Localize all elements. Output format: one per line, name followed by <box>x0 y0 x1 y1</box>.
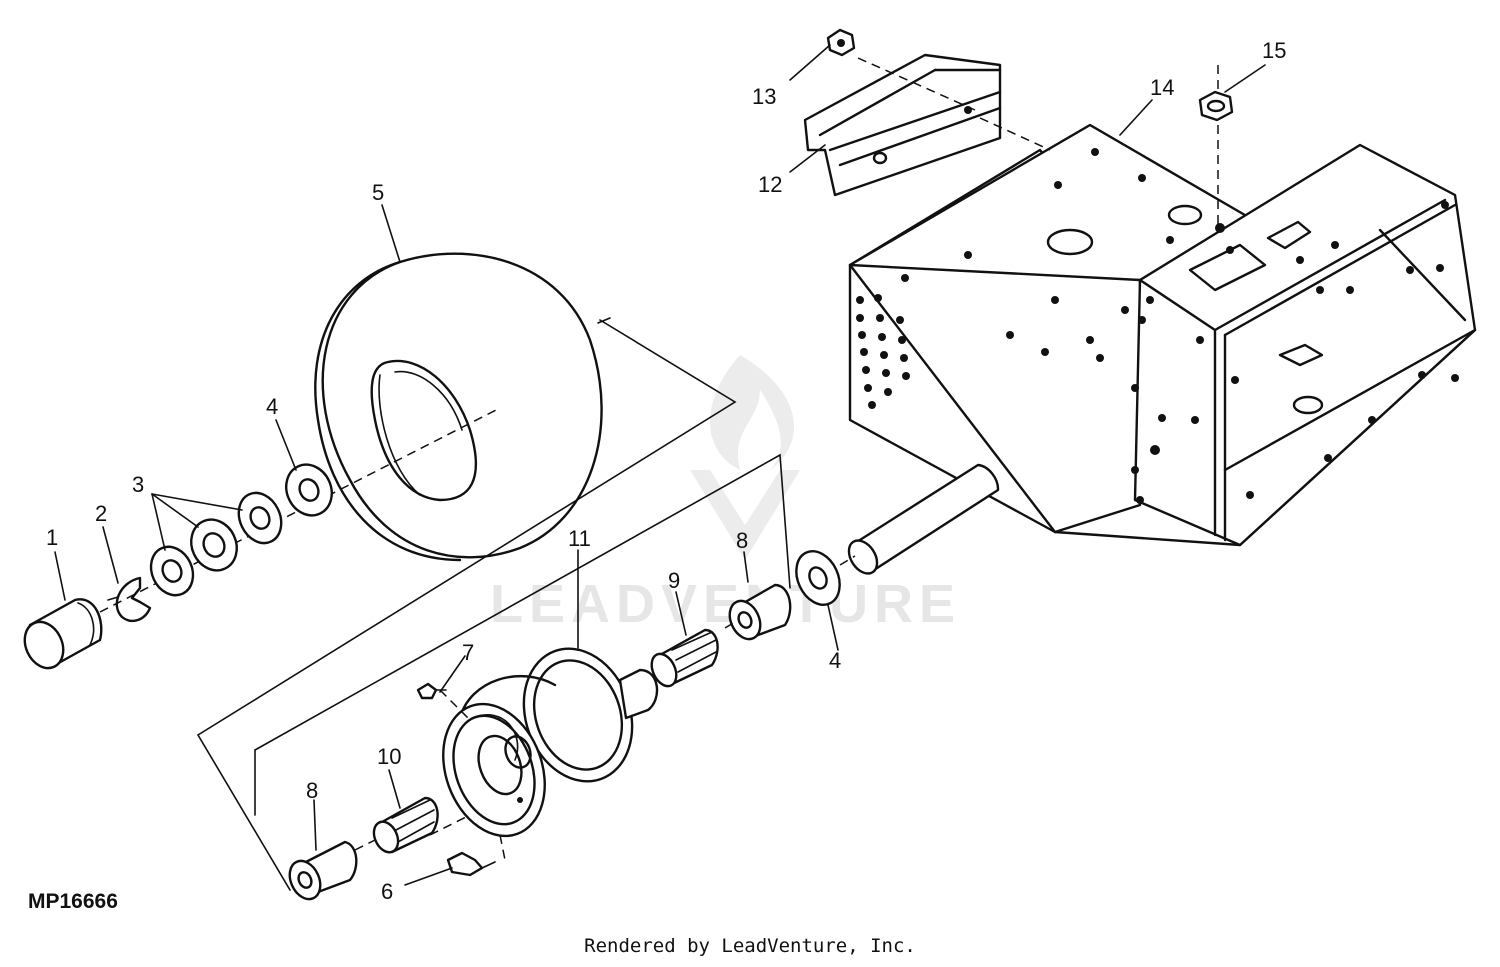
figure-id: MP16666 <box>28 890 118 913</box>
callout-4-upper: 4 <box>266 394 278 419</box>
part-8-bushing-lower <box>288 840 358 901</box>
callout-15: 15 <box>1262 38 1286 63</box>
callout-6: 6 <box>381 879 393 904</box>
callout-8-lower: 8 <box>306 778 318 803</box>
callout-5: 5 <box>372 180 384 205</box>
part-13-nut <box>826 28 856 57</box>
callout-11: 11 <box>568 526 591 551</box>
part-4-washer-upper <box>285 463 333 517</box>
callout-2: 2 <box>95 501 107 526</box>
callout-4-lower: 4 <box>829 648 841 673</box>
part-1-cap <box>23 598 103 670</box>
watermark: LEADVENTURE <box>490 355 961 634</box>
callout-9: 9 <box>668 568 680 593</box>
callout-13: 13 <box>752 84 776 109</box>
part-15-nut <box>1198 90 1234 122</box>
callout-7: 7 <box>462 640 474 665</box>
leader-lines <box>54 44 1266 886</box>
side-holes <box>856 294 910 409</box>
part-3-washers <box>149 491 283 597</box>
part-8-bushing-upper <box>728 583 792 641</box>
part-2-clip <box>107 576 152 623</box>
assembly-outline <box>196 319 737 891</box>
part-7-fitting <box>416 682 447 700</box>
part-6-valve <box>446 851 496 877</box>
part-10-bearing <box>372 796 439 854</box>
callout-1: 1 <box>46 525 58 550</box>
callouts: 1 2 3 4 5 4 6 7 8 8 9 10 11 12 13 14 15 <box>46 38 1286 904</box>
part-11-hub <box>442 647 659 838</box>
axle-shaft <box>847 463 1000 575</box>
part-5-tire <box>314 252 603 562</box>
part-12-bracket <box>803 53 1002 197</box>
mounting-holes <box>901 148 1459 504</box>
callout-14: 14 <box>1150 75 1174 100</box>
part-14-frame <box>848 123 1477 547</box>
render-credit: Rendered by LeadVenture, Inc. <box>584 935 916 957</box>
part-4-washer-lower <box>795 550 841 606</box>
callout-10: 10 <box>377 744 401 769</box>
callout-3: 3 <box>132 472 144 497</box>
watermark-text: LEADVENTURE <box>490 574 961 634</box>
callout-12: 12 <box>758 172 782 197</box>
callout-8-upper: 8 <box>736 528 748 553</box>
part-9-bearing <box>650 628 719 688</box>
